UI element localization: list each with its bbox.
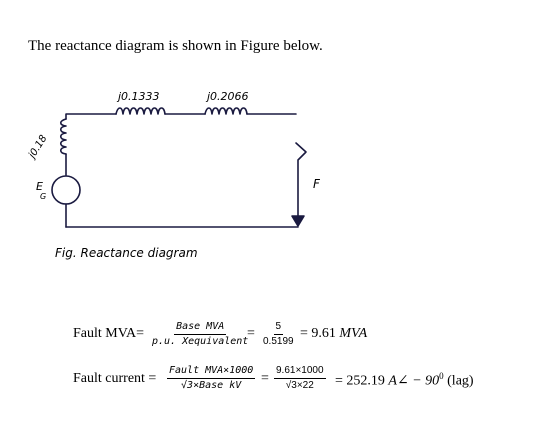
reactance-xg-coil: [59, 118, 67, 155]
fault-current-formula-denominator: √3×Base kV: [181, 380, 242, 391]
fault-mva-result: = 9.61 MVA: [300, 326, 367, 342]
fault-current-equals: =: [261, 371, 269, 386]
fault-current-formula-fraction: Fault MVA×1000 √3×Base kV: [167, 364, 256, 393]
fault-current-value-fraction: 9.61×1000 √3×22: [274, 364, 326, 393]
reactance-diagram: j0.1333 j0.2066 j0.18 E G F Fig. Reactan…: [26, 90, 321, 260]
fault-arrow: [291, 215, 305, 227]
fault-current-result-unit: A∠ − 90: [388, 373, 440, 389]
circuit-wiring: [51, 107, 307, 228]
fault-mva-formula-numerator: Base MVA: [174, 320, 227, 335]
fault-label: F: [313, 177, 321, 191]
reactance-x2-coil: [204, 107, 248, 115]
diagram-caption: Fig. Reactance diagram: [55, 246, 198, 260]
fault-mva-value-fraction: 5 0.5199: [261, 320, 296, 349]
fault-current-value-numerator: 9.61×1000: [274, 364, 326, 379]
fault-mva-result-unit: MVA: [339, 326, 368, 341]
fault-mva-equals: =: [247, 326, 255, 341]
fault-line: [295, 142, 307, 225]
fault-current-result-degree: 0: [439, 371, 444, 381]
fault-mva-result-value: = 9.61: [300, 326, 340, 341]
x1-label: j0.1333: [116, 90, 160, 103]
fault-current-label: Fault current =: [73, 371, 157, 386]
top-left-wire: [65, 113, 117, 120]
fault-mva-formula-fraction: Base MVA p.u. Xequivalent: [150, 320, 250, 349]
fault-current-value-denominator: √3×22: [285, 380, 314, 391]
source-label-g: G: [40, 192, 46, 201]
fault-current-result-suffix: (lag): [443, 373, 474, 389]
fault-mva-value-numerator: 5: [273, 320, 284, 335]
fault-mva-value-denominator: 0.5199: [263, 336, 294, 347]
fault-current-result-value: = 252.19: [335, 373, 389, 389]
fault-current-result: = 252.19 A∠ − 900 (lag): [335, 371, 474, 390]
generator-circle: [51, 175, 81, 205]
xg-label: j0.18: [26, 133, 50, 162]
fault-mva-label: Fault MVA=: [73, 326, 145, 341]
source-label-e: E: [36, 180, 43, 193]
fault-current-formula-numerator: Fault MVA×1000: [167, 364, 256, 379]
fault-mva-formula-denominator: p.u. Xequivalent: [152, 336, 249, 347]
intro-text: The reactance diagram is shown in Figure…: [28, 38, 323, 54]
x2-label: j0.2066: [205, 90, 249, 103]
reactance-x1-coil: [115, 107, 166, 115]
